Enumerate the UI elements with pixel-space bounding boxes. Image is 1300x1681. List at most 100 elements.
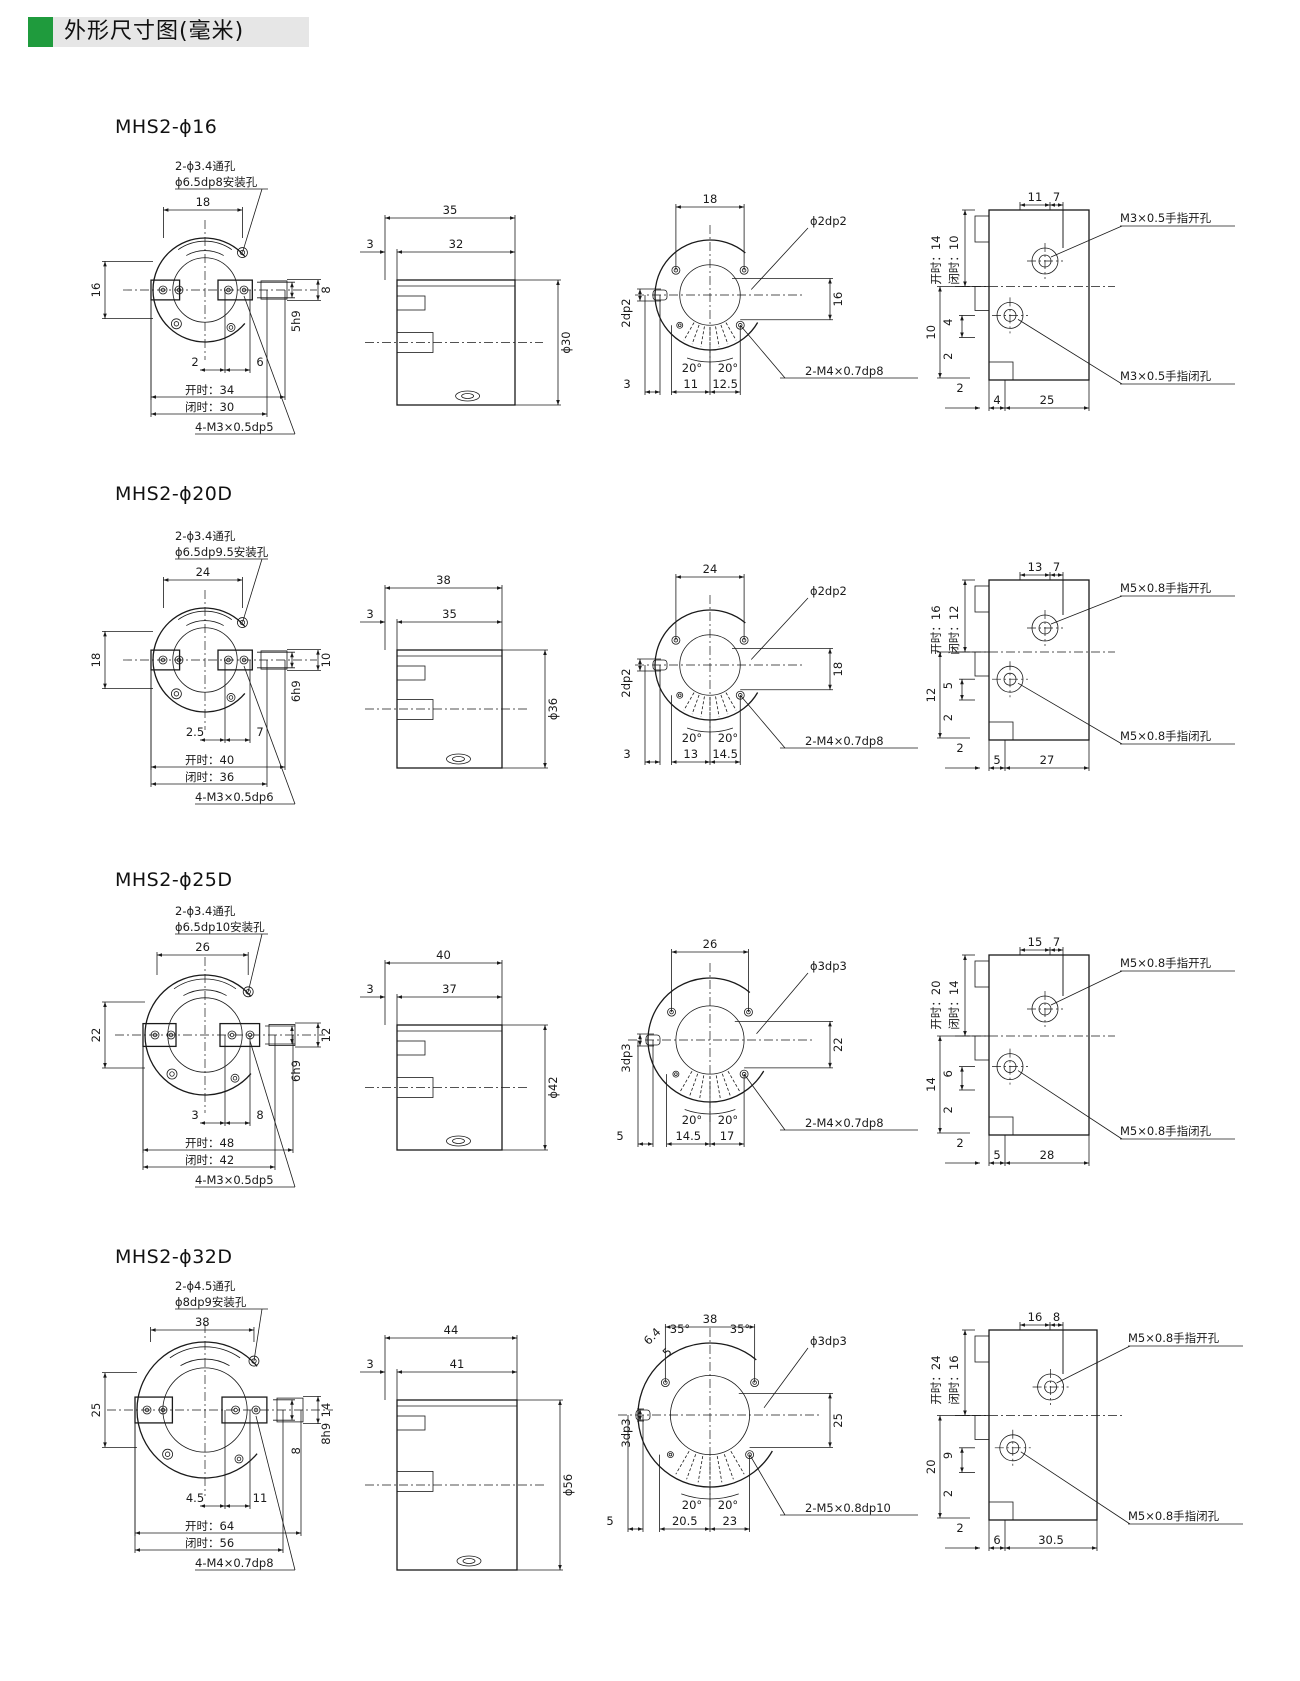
dimension-label: 4 [941,319,955,326]
leader-line [243,665,296,805]
hidden-line [699,1075,705,1099]
arrow-head [828,1062,832,1068]
leader-line [1017,319,1123,385]
closed-stroke-label: 闭时：10 [947,235,961,284]
arrow-head [675,205,681,209]
arrow-head [245,1504,250,1508]
hole-label: ϕ6.5dp9.5安装孔 [175,545,269,559]
arrow-head [739,1142,745,1146]
jaw-right [217,649,253,671]
hidden-line [700,696,705,717]
dimension-label: 10 [319,653,333,668]
hole-label: ϕ6.5dp8安装孔 [175,175,258,189]
arrow-head [558,1565,562,1570]
dimension-label: 3 [366,237,373,251]
jaw-tab [988,1501,1014,1521]
angle-label: 20° [682,1113,702,1127]
arrow-head [638,1034,642,1039]
arrow-head [245,368,250,372]
flange-top [974,215,990,243]
hole-core [678,693,682,698]
arrow-head [225,738,230,742]
hidden-line [720,324,729,345]
rear-view: 38ϕ3dp3253dp32-M5×0.8dp1020°20°35°35°6.4… [606,1312,918,1532]
leader-line [739,694,786,749]
port-open-label: M5×0.8手指开孔 [1120,956,1212,970]
arrow-head [705,1142,710,1146]
hidden-line [730,1450,745,1475]
arrow-head [497,995,502,999]
arrow-head [665,1325,671,1329]
arrow-head [163,208,169,212]
thread-label: 4-M3×0.5dp6 [195,790,274,804]
dimension-label: 26 [703,937,718,951]
mounting-hole [251,1405,261,1415]
dimension-label: 38 [195,1315,210,1329]
leader-line [739,324,786,379]
dimension-label: 4 [993,393,1000,407]
arrow-head [1045,948,1050,952]
arrow-head [220,1504,225,1508]
arrow-head [975,766,980,770]
arrow-head [220,368,225,372]
hole-core [160,1407,166,1413]
arrow-head [828,278,832,284]
mounting-hole [239,285,249,295]
arrow-head [1000,1546,1005,1550]
arrow-head [828,1393,832,1399]
dimension-label: 2 [941,714,955,721]
arrow-head [989,1546,994,1550]
arrow-head [963,580,967,585]
mounting-hole [158,655,168,665]
arrow-head [385,586,390,590]
arrow-head [157,953,162,957]
open-width-label: 开时：48 [185,1136,234,1150]
hole-core [176,287,182,293]
arrow-head [200,738,205,742]
hole-core [668,1452,673,1457]
closed-stroke-label: 闭时：14 [947,980,961,1029]
arrow-head [243,953,249,957]
arrow-head [638,1142,643,1146]
arrow-head [510,250,515,254]
arrow-head [385,961,390,965]
arrow-head [262,412,267,416]
arrow-head [316,295,320,301]
arrow-head [1020,573,1025,577]
arrow-head [705,760,710,764]
dimension-label: 44 [444,1323,459,1337]
mounting-hole [237,617,248,628]
arrow-head [385,216,390,220]
arrow-head [638,1409,642,1414]
hole-core [164,1451,171,1457]
dimension-label: 14.5 [712,747,738,761]
dimension-label: 23 [722,1514,737,1528]
arrow-head [245,738,250,742]
hole-label: 2-ϕ3.4通孔 [175,529,236,543]
arrow-head [543,763,547,768]
arrow-head [735,390,741,394]
dimension-label: ϕ42 [546,1076,560,1098]
closed-stroke-label: 闭时：16 [947,1355,961,1404]
dimension-label: 24 [196,565,211,579]
pin-label: ϕ2dp2 [810,214,847,228]
arrow-head [262,782,267,786]
housing-outline [654,609,759,721]
open-width-label: 开时：64 [185,1519,234,1533]
dimension-label: 14.5 [675,1129,701,1143]
arrow-head [1000,406,1005,410]
arrow-head [1058,948,1063,952]
arrow-head [151,765,156,769]
arrow-head [1050,1323,1055,1327]
mounting-hole [158,1405,168,1415]
port-core [461,393,475,399]
arrow-head [648,1142,653,1146]
arrow-head [288,1148,293,1152]
arrow-head [1084,406,1089,410]
hidden-line [700,326,705,347]
arrow-head [248,1328,254,1332]
dimension-label: 22 [89,1028,103,1043]
